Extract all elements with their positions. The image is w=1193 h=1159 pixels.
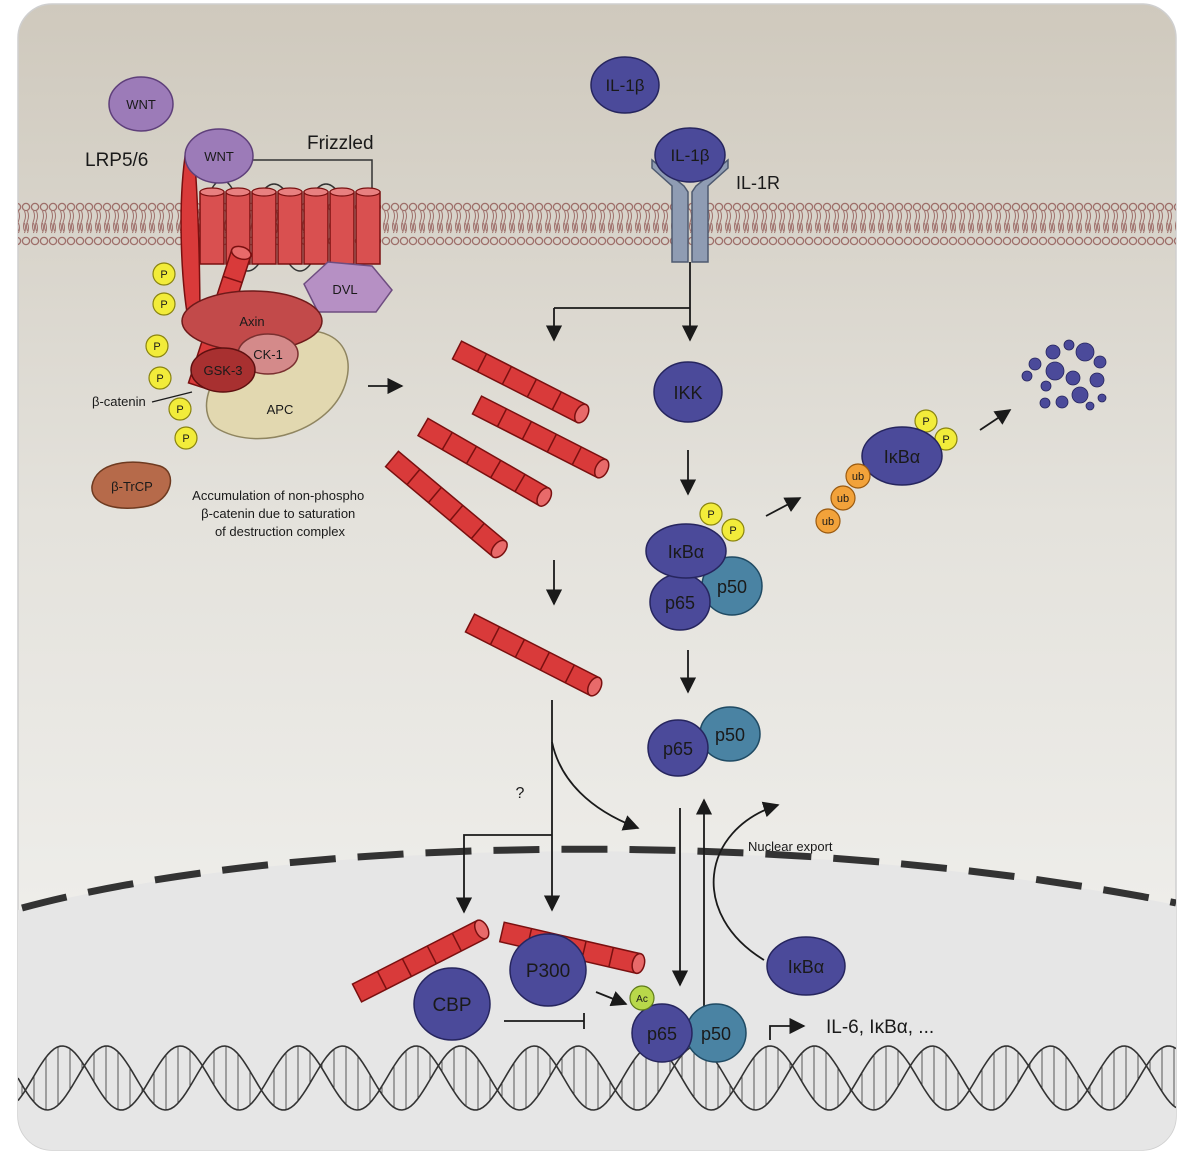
phospho-circle	[145, 334, 169, 358]
wnt-free: WNT	[108, 76, 174, 132]
p50-nuclear-label: p50	[701, 1024, 731, 1044]
accumulation-line-3: of destruction complex	[215, 524, 346, 539]
p65-free-label: p65	[663, 739, 693, 759]
ck1-label: CK-1	[253, 347, 283, 362]
frizzled-receptor	[199, 187, 381, 265]
accumulation-note: Accumulation of non-phospho β-catenin du…	[192, 488, 368, 539]
p300: P300	[509, 933, 587, 1007]
phospho-circle	[152, 262, 176, 286]
nfkb-free: p50 p65	[647, 706, 761, 777]
nfkb-inactive-complex: p50 p65 IκBα	[645, 523, 763, 631]
ikk-label: IKK	[673, 383, 702, 403]
catenin-to-nfkb-arrow	[551, 741, 640, 831]
phospho-label: P	[729, 525, 736, 537]
il1r-label: IL-1R	[736, 173, 780, 193]
ubiquitination-arrow	[765, 497, 802, 517]
wnt-free-label: WNT	[126, 97, 156, 112]
phospho-label: P	[176, 404, 183, 416]
ub-circle	[830, 485, 856, 511]
catenin-to-cbp-arrow	[455, 834, 552, 914]
cbp-inhibition	[504, 1013, 585, 1029]
phospho-label: P	[153, 341, 160, 353]
phospho-circle	[152, 292, 176, 316]
dna-helix	[18, 1045, 1176, 1111]
ub-circle	[845, 463, 871, 489]
ikba-complex-label: IκBα	[668, 542, 704, 562]
phospho-label: P	[160, 299, 167, 311]
nfkb-nuclear: p50 p65 Ac	[629, 985, 747, 1063]
phospho-circle	[168, 397, 192, 421]
dvl-label: DVL	[332, 282, 357, 297]
acetyl-group	[629, 985, 655, 1011]
accumulation-line-2: β-catenin due to saturation	[201, 506, 355, 521]
cbp-label: CBP	[432, 995, 471, 1016]
nuclear-envelope	[21, 845, 1176, 912]
phospho-label: P	[160, 269, 167, 281]
transcription-arrow	[769, 1017, 806, 1040]
phospho-label: P	[922, 416, 929, 428]
nuclear-export-label: Nuclear export	[748, 839, 833, 854]
ub-label: ub	[822, 516, 834, 528]
target-genes-label: IL-6, IκBα, ...	[826, 1017, 934, 1038]
gsk3	[190, 347, 256, 393]
ikba-export-arrow	[712, 801, 780, 961]
phospho-label: P	[156, 373, 163, 385]
ub-circle	[815, 508, 841, 534]
p65-cytoplasmic-label: p65	[665, 593, 695, 613]
acetyl-label: Ac	[636, 994, 648, 1005]
frizzled-n-term	[244, 159, 373, 190]
acetylation-arrow	[595, 991, 628, 1007]
cbp: CBP	[413, 967, 491, 1041]
il1b-free-label: IL-1β	[605, 76, 644, 95]
lrp-label: LRP5/6	[85, 150, 148, 171]
phospho-circle	[721, 518, 745, 542]
phospho-label: P	[707, 509, 714, 521]
p65-nuclear-label: p65	[647, 1024, 677, 1044]
phospho-circle	[699, 502, 723, 526]
beta-catenin-label: β-catenin	[92, 394, 146, 409]
apc-label: APC	[267, 402, 294, 417]
phospho-groups: P P P P P P P P P P	[145, 262, 958, 542]
phospho-circle	[174, 426, 198, 450]
ikba-ub-label: IκBα	[884, 447, 920, 467]
degradation-arrow	[979, 409, 1012, 431]
ikk: IKK	[653, 361, 723, 423]
question-mark: ?	[516, 785, 525, 802]
btrcp: β-TrCP	[91, 461, 172, 509]
btrcp-label: β-TrCP	[111, 479, 153, 494]
ub-label: ub	[852, 471, 864, 483]
phospho-label: P	[182, 433, 189, 445]
p65-free	[647, 719, 709, 777]
il1b-bound-label: IL-1β	[670, 146, 709, 165]
il1b-free: IL-1β	[590, 56, 660, 114]
wnt-bound: WNT	[184, 128, 254, 184]
wnt-bound-label: WNT	[204, 149, 234, 164]
proteasome-degradation-fragments	[1021, 339, 1107, 411]
ikba-nuclear-label: IκBα	[788, 957, 824, 977]
p65-nuclear	[631, 1003, 693, 1063]
ikba-nuclear: IκBα	[766, 936, 846, 996]
p50-free-label: p50	[715, 725, 745, 745]
axin-label: Axin	[239, 314, 264, 329]
phospho-circle	[148, 366, 172, 390]
accumulation-line-1: Accumulation of non-phospho	[192, 488, 364, 503]
frizzled-label: Frizzled	[307, 133, 374, 154]
phospho-label: P	[942, 434, 949, 446]
p50-cytoplasmic-label: p50	[717, 577, 747, 597]
gsk3-label: GSK-3	[203, 363, 242, 378]
p300-label: P300	[526, 961, 570, 982]
ikba-ubiquitinated: IκBα	[861, 426, 943, 486]
ikba-complex	[645, 523, 727, 579]
il1b-bound: IL-1β	[654, 127, 726, 183]
ub-label: ub	[837, 493, 849, 505]
